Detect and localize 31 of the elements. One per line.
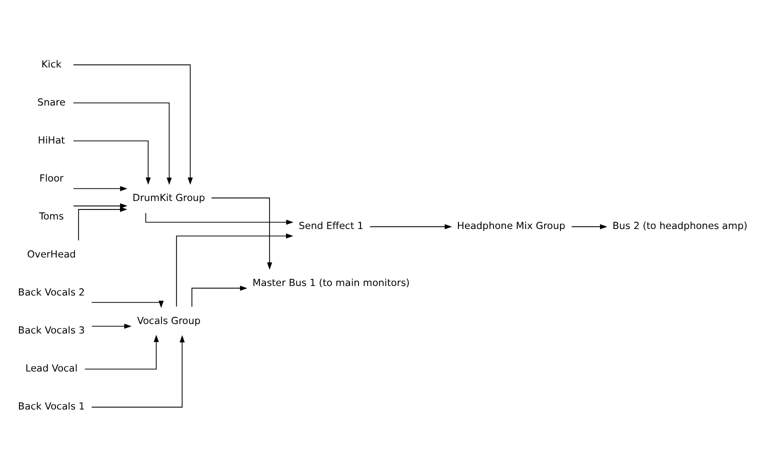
node-text: Toms [39, 211, 64, 222]
arrow [571, 224, 608, 230]
node-text: Floor [39, 173, 64, 184]
node-text: Back Vocals 3 [18, 326, 85, 337]
node-text: Back Vocals 2 [18, 288, 85, 299]
node-text: HiHat [38, 135, 65, 146]
node-text: Lead Vocal [25, 364, 78, 375]
node-text: Kick [41, 59, 62, 70]
node-text: Bus 2 (to headphones amp) [612, 221, 748, 232]
arrow [78, 206, 128, 241]
arrow [73, 140, 151, 185]
node-text: OverHead [27, 250, 76, 261]
node-text: DrumKit Group [132, 192, 206, 204]
node-text: Send Effect 1 [298, 221, 364, 232]
arrow [191, 286, 248, 308]
arrow [91, 324, 132, 329]
arrow [73, 64, 193, 185]
node-text: Snare [37, 97, 66, 108]
arrow [72, 102, 172, 185]
arrow [211, 198, 272, 270]
arrow [73, 203, 128, 208]
node-text: Headphone Mix Group [457, 221, 566, 232]
arrow [73, 186, 128, 192]
arrow [370, 224, 452, 230]
arrow [176, 233, 294, 307]
arrow [91, 335, 185, 408]
node-text: Vocals Group [137, 316, 201, 327]
node-text: Back Vocals 1 [18, 402, 85, 413]
arrow [91, 300, 164, 308]
arrow [84, 334, 159, 370]
node-text: Master Bus 1 (to main monitors) [252, 278, 410, 289]
